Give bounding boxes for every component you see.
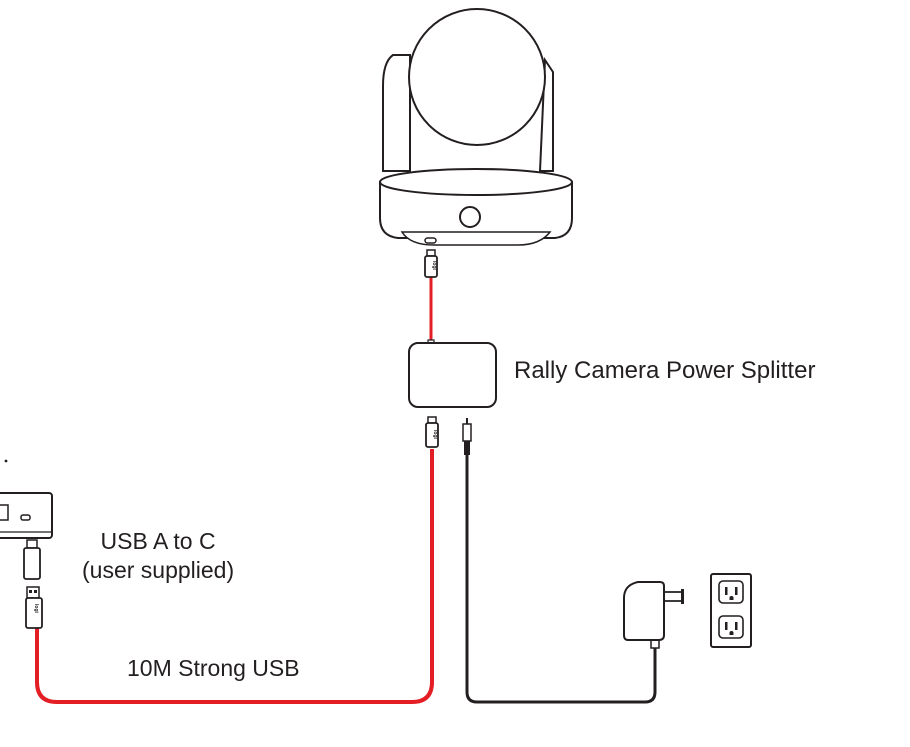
- usb-a-to-c-label-line2: (user supplied): [82, 557, 235, 583]
- rally-hub-icon: [0, 459, 53, 539]
- power-splitter-box-icon: [408, 342, 497, 408]
- svg-text:logi: logi: [432, 430, 438, 439]
- camera-to-splitter-cable: logi: [424, 249, 438, 345]
- usb-a-to-c-label-line1: USB A to C: [100, 528, 216, 554]
- svg-text:logi: logi: [431, 261, 437, 270]
- usb-a-to-c-adapter-icon: logi: [23, 539, 43, 629]
- splitter-label: Rally Camera Power Splitter: [514, 357, 816, 384]
- usb-a-to-c-label: USB A to C (user supplied): [82, 527, 234, 585]
- wall-outlet-icon: [710, 573, 752, 648]
- ptz-camera-icon: [379, 8, 573, 246]
- strong-usb-label: 10M Strong USB: [127, 655, 300, 681]
- svg-text:logi: logi: [33, 604, 39, 613]
- power-adapter-icon: [623, 581, 684, 641]
- strong-usb-cable: logi: [35, 416, 439, 704]
- power-cable: [462, 418, 660, 704]
